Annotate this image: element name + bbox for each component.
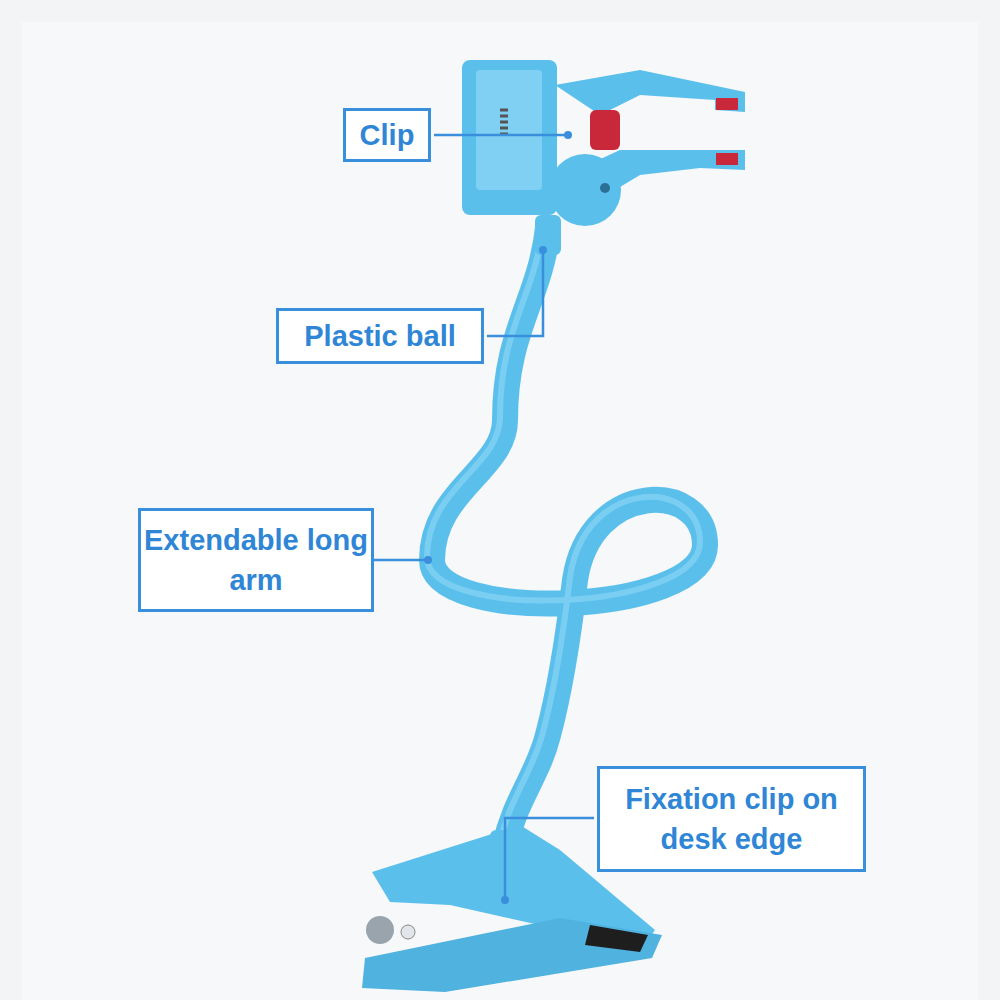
callout-box: Extendable long arm — [138, 508, 374, 612]
callout-label: Extendable long arm — [141, 520, 371, 600]
clamp-pivot — [401, 925, 415, 939]
leader-line — [505, 818, 594, 900]
callout-box: Clip — [343, 108, 431, 162]
clamp-lower-jaw — [362, 918, 662, 992]
holder-spring — [500, 110, 508, 134]
panel-ground — [22, 22, 978, 1000]
holder-inner — [476, 70, 542, 190]
leader-lines — [359, 135, 594, 900]
leader-dot — [424, 556, 432, 564]
leader-line — [434, 134, 568, 137]
plastic-ball-joint — [549, 154, 621, 226]
leader-line — [487, 250, 543, 336]
arm-connector — [535, 215, 561, 255]
callout-label: Clip — [360, 115, 415, 155]
callout-box: Fixation clip on desk edge — [597, 766, 866, 872]
leader-dot — [501, 896, 509, 904]
clamp-spring — [366, 916, 394, 944]
callout-label: Plastic ball — [304, 316, 456, 356]
callout-box: Plastic ball — [276, 308, 484, 364]
holder-back-plate — [462, 60, 557, 215]
clamp-pad — [585, 925, 648, 952]
ball-screw — [600, 183, 610, 193]
leader-dots — [424, 131, 572, 904]
leader-dot — [539, 246, 547, 254]
grip-pad — [716, 153, 738, 165]
grip-pad — [590, 110, 620, 150]
grip-pad — [716, 98, 738, 110]
callout-label: Fixation clip on desk edge — [600, 779, 863, 859]
leader-dot — [564, 131, 572, 139]
holder-upper-arm — [555, 70, 745, 115]
